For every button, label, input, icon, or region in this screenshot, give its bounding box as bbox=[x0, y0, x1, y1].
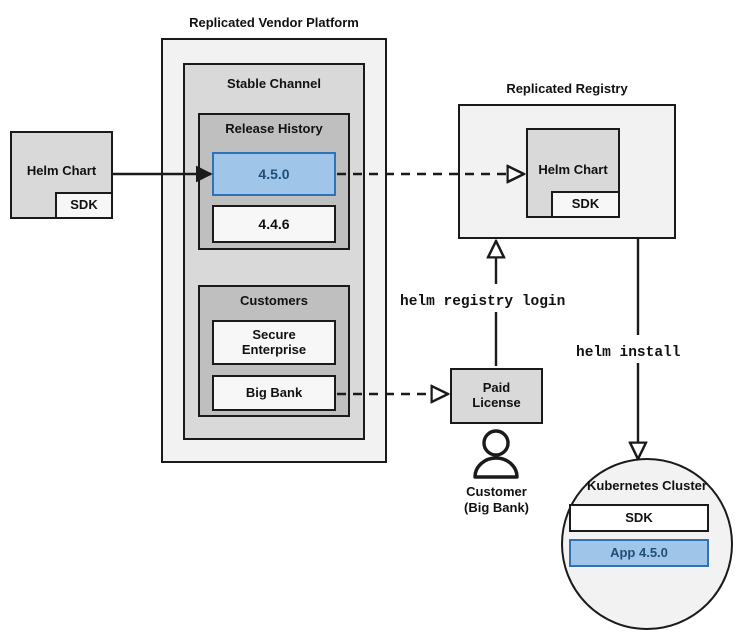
paid-license-box: Paid License bbox=[450, 368, 543, 424]
customer-big-bank[interactable]: Big Bank bbox=[212, 375, 336, 411]
stable-channel-label: Stable Channel bbox=[227, 76, 321, 91]
registry-helm-chart-label: Helm Chart bbox=[538, 162, 608, 177]
customers-label: Customers bbox=[240, 293, 308, 308]
paid-license-line1: Paid bbox=[482, 380, 511, 396]
source-helm-chart-sdk-box: SDK bbox=[55, 192, 113, 219]
customer-big-bank-label: Big Bank bbox=[245, 384, 303, 400]
cluster-item-sdk-label: SDK bbox=[625, 509, 653, 525]
replicated-registry-title: Replicated Registry bbox=[506, 81, 628, 96]
customer-actor-line2: (Big Bank) bbox=[464, 500, 529, 516]
cluster-item-app-4-5-0: App 4.5.0 bbox=[569, 539, 709, 567]
person-icon bbox=[473, 429, 519, 479]
cluster-item-sdk: SDK bbox=[569, 504, 709, 532]
vendor-platform-title: Replicated Vendor Platform bbox=[189, 15, 359, 30]
helm-registry-login-command: helm registry login bbox=[400, 294, 566, 310]
paid-license-line2: License bbox=[472, 395, 521, 410]
kubernetes-cluster-label: Kubernetes Cluster bbox=[587, 478, 707, 493]
release-history-label: Release History bbox=[225, 121, 323, 136]
source-helm-chart-label: Helm Chart bbox=[26, 163, 97, 178]
release-version-4-4-6[interactable]: 4.4.6 bbox=[212, 205, 336, 243]
cluster-item-app-4-5-0-label: App 4.5.0 bbox=[610, 544, 668, 560]
release-version-4-5-0-label: 4.5.0 bbox=[258, 165, 290, 182]
customer-actor-line1: Customer bbox=[466, 484, 527, 499]
release-version-4-4-6-label: 4.4.6 bbox=[258, 215, 290, 232]
registry-helm-chart-sdk-box: SDK bbox=[551, 191, 620, 218]
helm-install-command: helm install bbox=[576, 345, 681, 361]
release-version-4-5-0[interactable]: 4.5.0 bbox=[212, 152, 336, 196]
registry-helm-chart-sdk-label: SDK bbox=[571, 196, 600, 212]
source-helm-chart-sdk-label: SDK bbox=[70, 197, 98, 213]
customer-actor-caption: Customer (Big Bank) bbox=[430, 484, 563, 517]
